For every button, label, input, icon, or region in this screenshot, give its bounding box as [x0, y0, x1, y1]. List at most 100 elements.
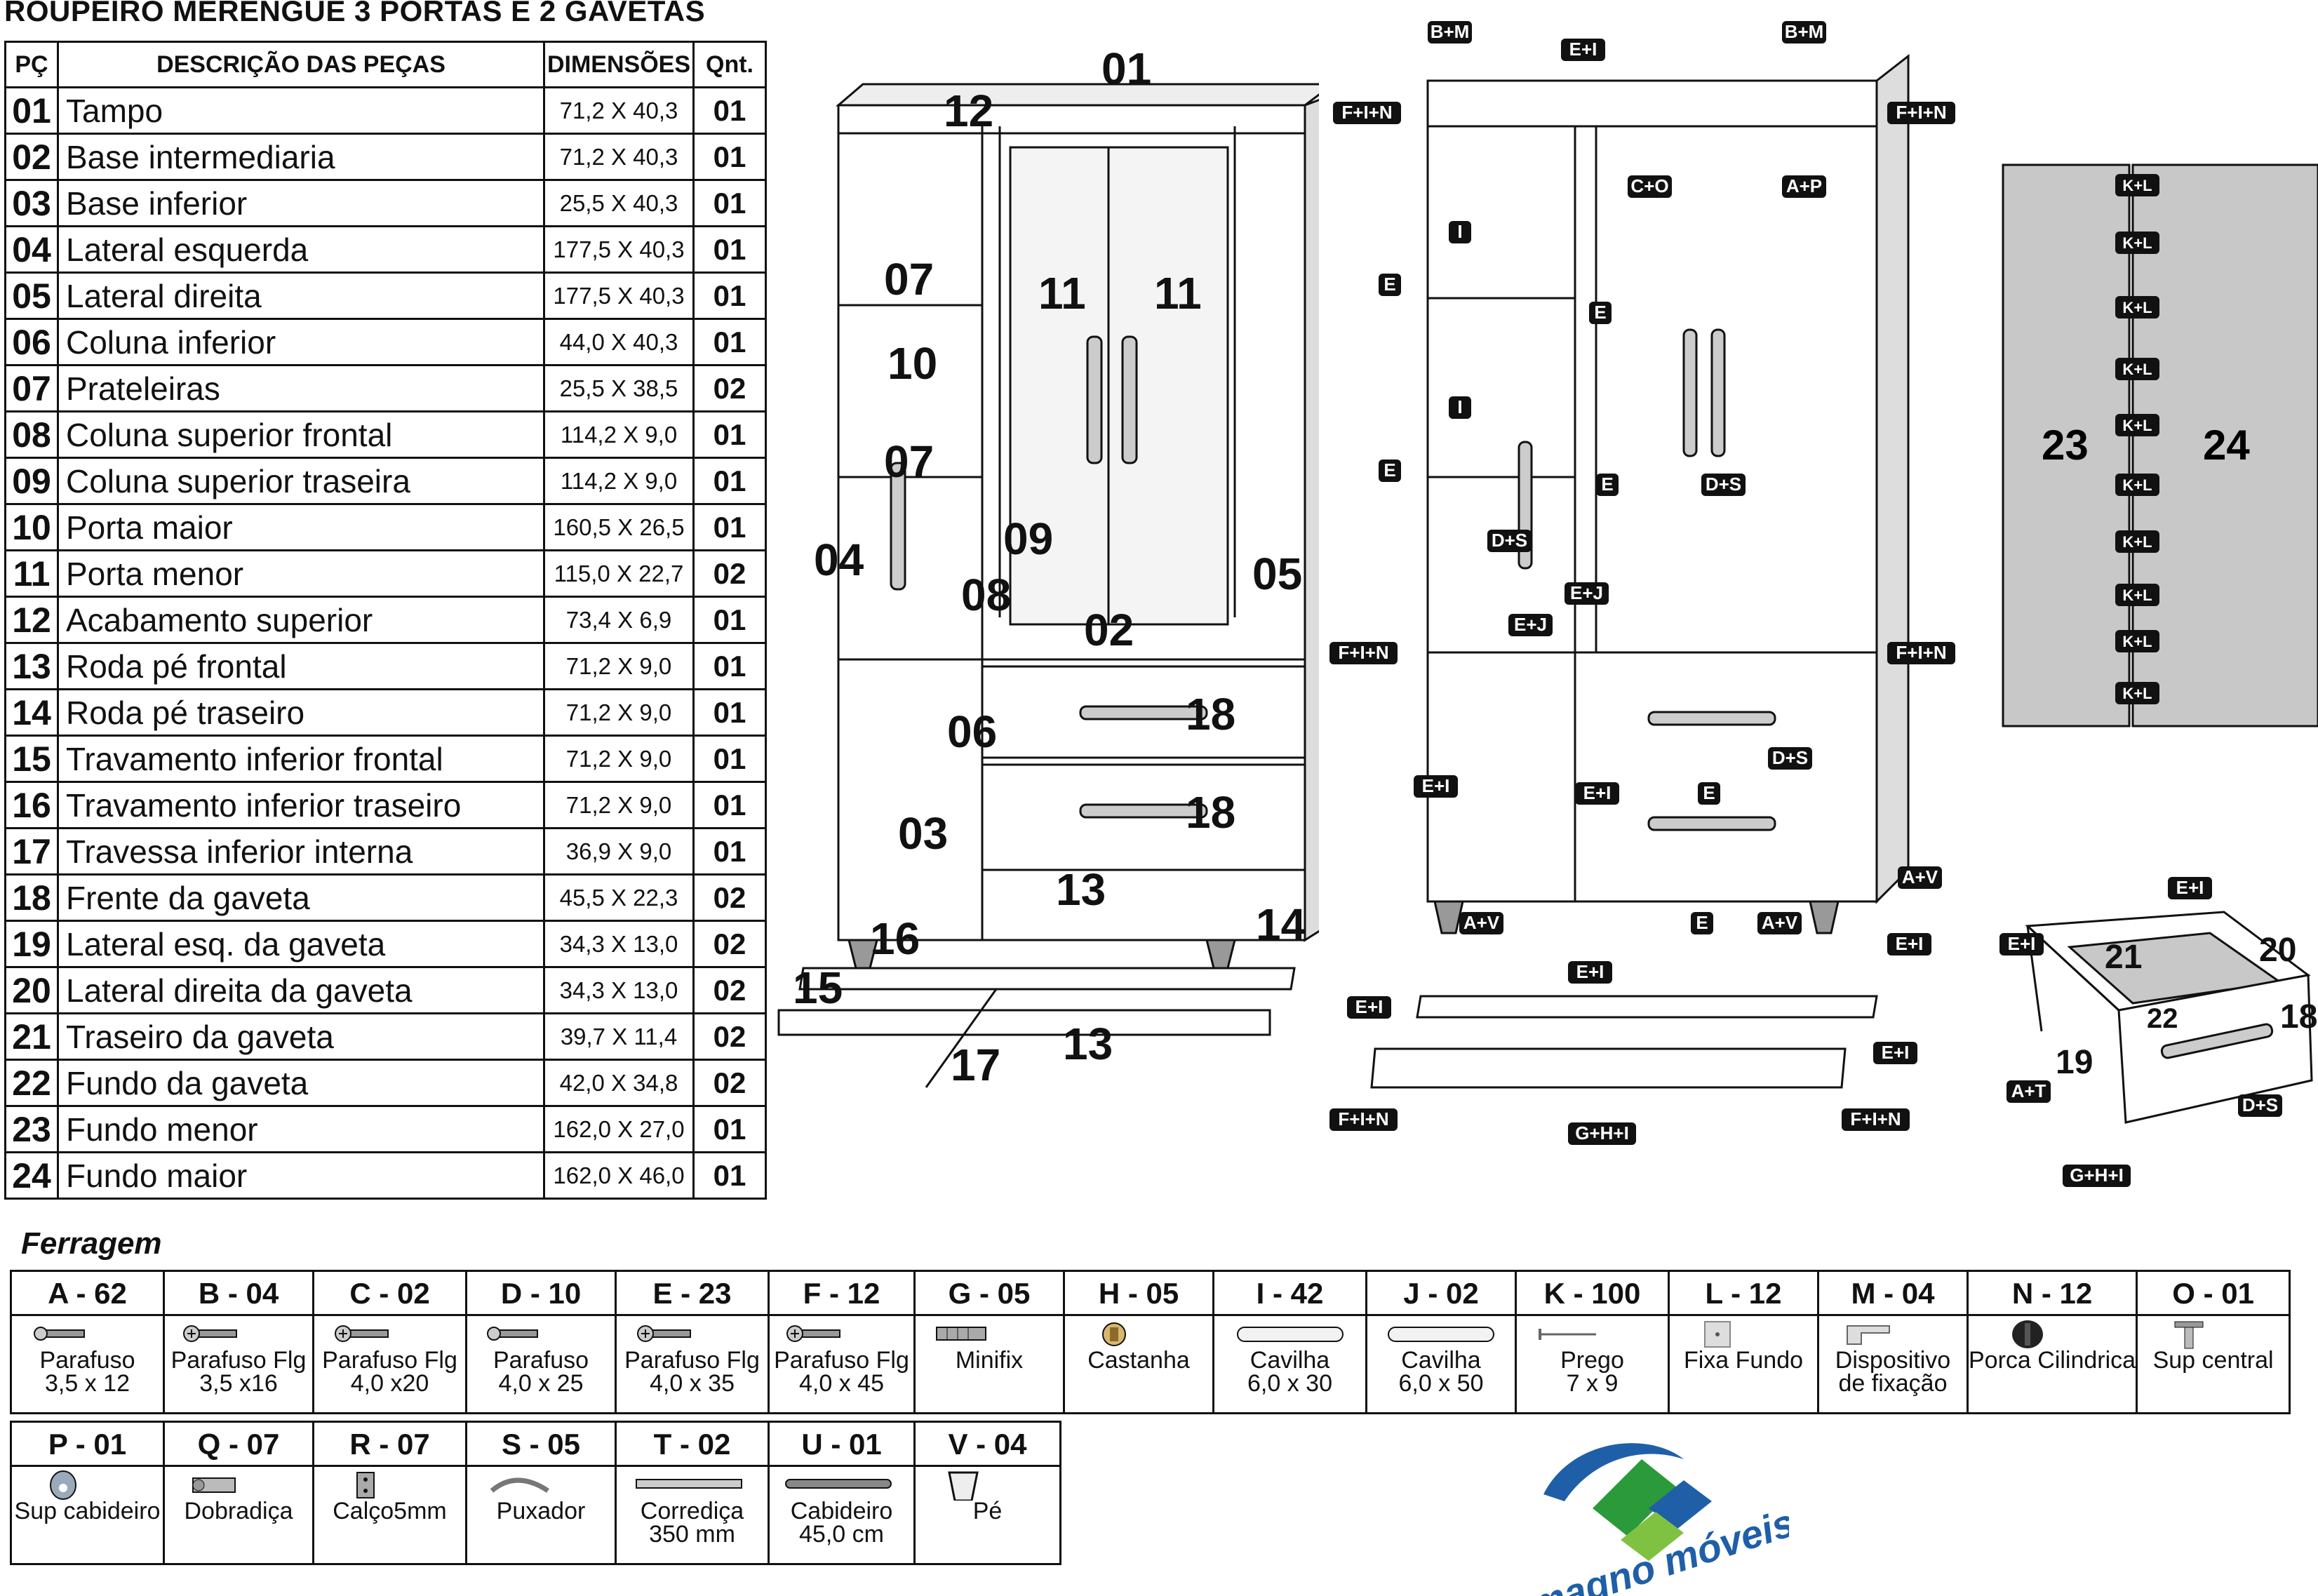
label-10: 10 — [887, 338, 937, 389]
cell-qt: 01 — [692, 503, 767, 551]
tag-e: E — [1691, 912, 1713, 934]
svg-text:B+M: B+M — [1431, 21, 1470, 42]
back-clip-icon — [1670, 1319, 1817, 1348]
dowel-icon — [1214, 1319, 1365, 1348]
cell-qt: 01 — [692, 225, 767, 274]
tag-ds: D+S — [2238, 1094, 2282, 1117]
tag-fin: F+I+N — [1842, 1108, 1910, 1131]
tag-fin: F+I+N — [1329, 642, 1398, 664]
cell-desc: Porta menor — [57, 549, 545, 598]
tag-at: A+T — [2007, 1080, 2051, 1103]
svg-text:K+L: K+L — [2122, 234, 2152, 252]
svg-text:K+L: K+L — [2122, 533, 2152, 551]
svg-text:E+I: E+I — [1355, 996, 1384, 1017]
tag-ei: E+I — [1561, 39, 1605, 61]
hardware-code: C - 02 — [314, 1272, 465, 1316]
hardware-name: Dispositivo — [1835, 1347, 1951, 1374]
hardware-name: Puxador — [496, 1498, 586, 1524]
cell-dim: 114,2 X 9,0 — [543, 410, 695, 459]
tag-fin: F+I+N — [1887, 102, 1955, 124]
tag-ei: E+I — [1999, 933, 2044, 955]
hardware-size: 6,0 x 30 — [1247, 1370, 1332, 1397]
cell-qt: 02 — [692, 966, 767, 1014]
tag-kl: K+L — [2115, 630, 2159, 652]
header-pc: PÇ — [4, 41, 59, 88]
tag-ej: E+J — [1565, 582, 1609, 605]
svg-text:D+S: D+S — [1772, 747, 1808, 768]
cell-pc: 09 — [4, 457, 59, 505]
flange-screw-icon — [165, 1319, 312, 1348]
cell-desc: Fundo da gaveta — [57, 1059, 545, 1107]
hardware-name: Cavilha — [1401, 1347, 1481, 1374]
svg-text:D+S: D+S — [2242, 1094, 2278, 1115]
cell-dim: 25,5 X 40,3 — [543, 179, 695, 227]
shim-icon — [314, 1470, 465, 1499]
svg-text:E+J: E+J — [1514, 614, 1547, 635]
tag-e: E — [1379, 274, 1401, 296]
hardware-size: de fixação — [1838, 1370, 1948, 1397]
cell-qt: 01 — [692, 642, 767, 690]
svg-text:K+L: K+L — [2122, 586, 2152, 604]
document-title: ROUPEIRO MERENGUE 3 PORTAS E 2 GAVETAS — [4, 0, 706, 27]
back-panel-small — [2002, 163, 2131, 727]
svg-text:F+I+N: F+I+N — [1850, 1108, 1901, 1129]
hardware-code: V - 04 — [916, 1423, 1059, 1467]
minifix-icon — [916, 1319, 1063, 1348]
svg-text:E+I: E+I — [1422, 775, 1450, 796]
hardware-size: 3,5 x16 — [199, 1370, 278, 1397]
dowel-icon — [1367, 1319, 1515, 1348]
hardware-size: 6,0 x 50 — [1398, 1370, 1484, 1397]
cell-pc: 20 — [4, 966, 59, 1014]
hardware-code: H - 05 — [1065, 1272, 1212, 1316]
svg-text:K+L: K+L — [2122, 685, 2152, 702]
tag-fin: F+I+N — [1333, 102, 1401, 124]
label-19: 19 — [2056, 1044, 2093, 1081]
cell-pc: 03 — [4, 179, 59, 227]
cell-dim: 177,5 X 40,3 — [543, 271, 695, 320]
cell-dim: 34,3 X 13,0 — [543, 920, 695, 968]
svg-text:K+L: K+L — [2122, 361, 2152, 378]
tag-fin: F+I+N — [1329, 1108, 1398, 1131]
cell-qt: 01 — [692, 457, 767, 505]
cell-qt: 01 — [692, 688, 767, 737]
cell-qt: 01 — [692, 271, 767, 320]
cell-dim: 71,2 X 9,0 — [543, 688, 695, 737]
label-11a: 11 — [1038, 268, 1086, 318]
flange-screw-icon — [770, 1319, 913, 1348]
cell-dim: 177,5 X 40,3 — [543, 225, 695, 274]
cell-qt: 01 — [692, 179, 767, 227]
hardware-code: U - 01 — [770, 1423, 913, 1467]
svg-text:E: E — [1594, 302, 1606, 323]
cell-pc: 18 — [4, 873, 59, 922]
label-03: 03 — [898, 808, 948, 859]
cell-pc: 24 — [4, 1151, 59, 1200]
tag-ei: E+I — [1575, 782, 1619, 805]
hardware-size: 4,0 x 35 — [650, 1370, 735, 1397]
cell-desc: Prateleiras — [57, 364, 545, 413]
cell-desc: Frente da gaveta — [57, 873, 545, 922]
tag-kl: K+L — [2115, 232, 2159, 254]
cell-desc: Traseiro da gaveta — [57, 1012, 545, 1061]
hardware-name: Sup central — [2152, 1347, 2274, 1374]
label-18: 18 — [2280, 998, 2317, 1035]
svg-text:E: E — [1703, 782, 1715, 803]
label-18b: 18 — [1186, 787, 1235, 838]
cell-pc: 12 — [4, 596, 59, 644]
cell-pc: 14 — [4, 688, 59, 737]
cell-desc: Lateral esq. da gaveta — [57, 920, 545, 968]
cell-dim: 71,2 X 9,0 — [543, 735, 695, 783]
cell-dim: 162,0 X 46,0 — [543, 1151, 695, 1200]
